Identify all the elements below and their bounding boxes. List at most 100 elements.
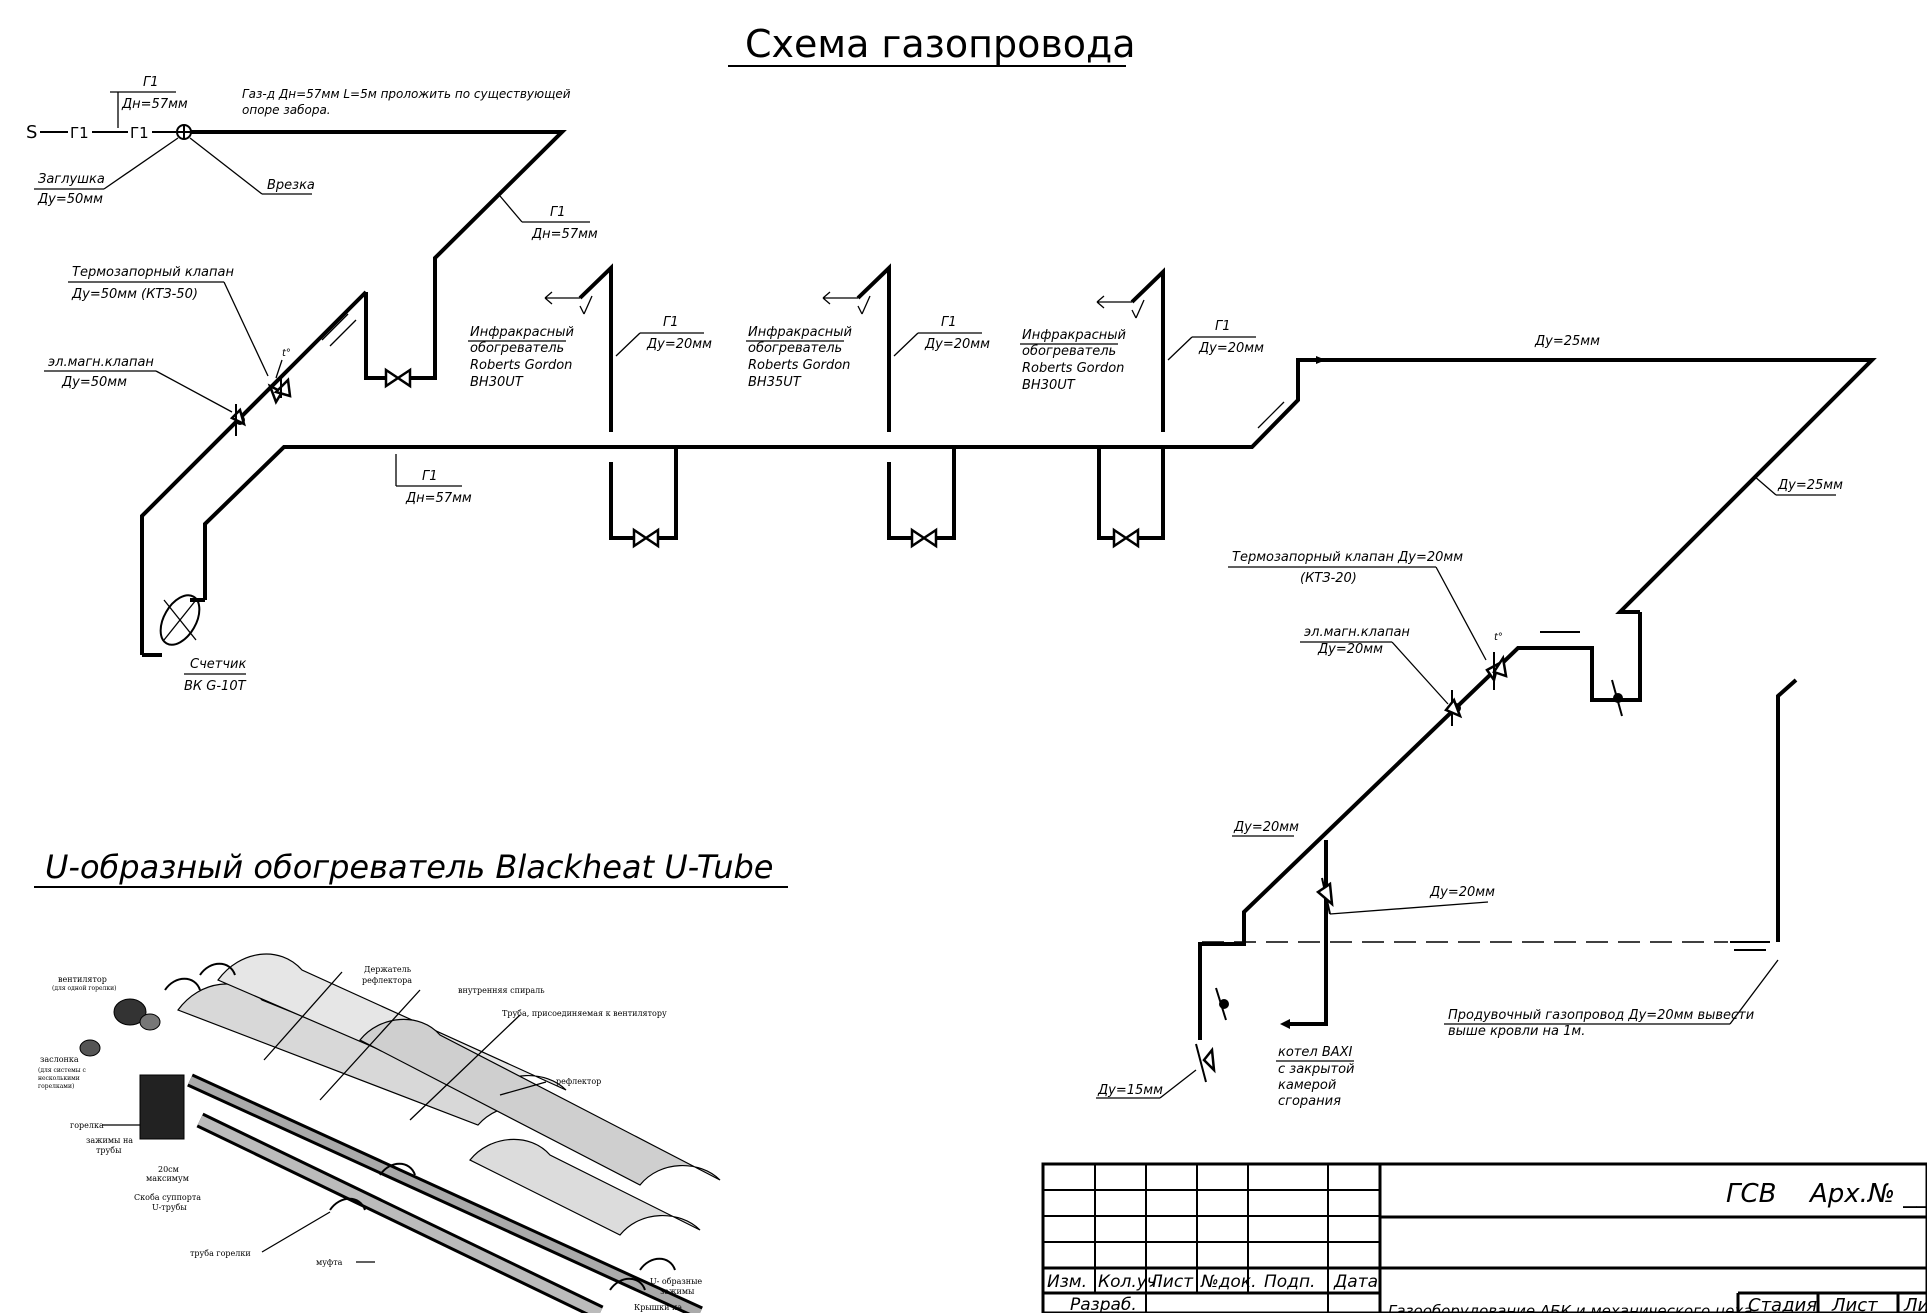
heater-branch-3 — [1096, 267, 1165, 549]
solenoid-label: эл.магн.клапан Ду=50мм — [44, 355, 233, 413]
svg-text:Ду=50мм: Ду=50мм — [61, 375, 127, 390]
svg-text:Ду=50мм: Ду=50мм — [37, 192, 103, 207]
main-title: Схема газопровода — [745, 22, 1136, 66]
heater-label-2: Инфракрасный обогреватель Roberts Gordon… — [746, 315, 990, 390]
thermo-shutoff-valve-icon: t° — [267, 348, 292, 405]
g1-mark-a: Г1 — [70, 124, 89, 142]
svg-text:эл.магн.клапан: эл.магн.клапан — [1304, 625, 1410, 640]
gas-meter-icon — [159, 594, 201, 646]
title-block-text: Изм. Кол.уч Лист №док. Подп. Дата Разраб… — [1047, 1179, 1927, 1313]
svg-text:Счетчик: Счетчик — [190, 657, 246, 672]
svg-text:Roberts Gordon: Roberts Gordon — [470, 358, 572, 373]
svg-text:Крышки на: Крышки на — [634, 1303, 682, 1312]
svg-text:BH30UT: BH30UT — [470, 375, 524, 390]
svg-text:(КТЗ-20): (КТЗ-20) — [1300, 571, 1357, 586]
solenoid-2-label: эл.магн.клапан Ду=20мм — [1300, 625, 1449, 705]
heater-branch-2 — [822, 263, 956, 549]
flow-arrow-icon — [1316, 356, 1326, 364]
svg-text:Лист: Лист — [1831, 1295, 1878, 1313]
svg-text:несколькими: несколькими — [38, 1075, 80, 1082]
svg-text:Стадия: Стадия — [1748, 1295, 1817, 1313]
fan-icon — [113, 998, 147, 1026]
svg-text:Ду=15мм: Ду=15мм — [1097, 1083, 1163, 1098]
svg-text:Держатель: Держатель — [364, 965, 412, 974]
svg-text:опоре забора.: опоре забора. — [242, 103, 331, 117]
svg-text:заслонка: заслонка — [40, 1055, 79, 1064]
svg-text:Арх.№ ____: Арх.№ ____ — [1808, 1179, 1927, 1209]
meter-label: Счетчик ВК G-10Т — [184, 657, 247, 694]
right-diag-label: Ду=25мм — [1753, 475, 1843, 496]
svg-text:Термозапорный клапан: Термозапорный клапан — [72, 265, 234, 280]
svg-text:зажимы: зажимы — [660, 1287, 695, 1296]
svg-text:внутренняя спираль: внутренняя спираль — [458, 986, 545, 995]
svg-text:Листов: Листов — [1903, 1295, 1927, 1313]
svg-text:Ду=20мм: Ду=20мм — [1429, 885, 1495, 900]
svg-text:Ду=20мм: Ду=20мм — [1198, 341, 1264, 356]
main-pipe-label: Г1 Дн=57мм — [395, 454, 472, 506]
svg-text:Г1: Г1 — [143, 75, 159, 90]
svg-text:труба горелки: труба горелки — [190, 1249, 251, 1258]
svg-text:трубы: трубы — [96, 1146, 122, 1155]
svg-text:Врезка: Врезка — [267, 178, 315, 193]
svg-text:муфта: муфта — [316, 1258, 343, 1267]
svg-text:Дн=57мм: Дн=57мм — [405, 491, 472, 506]
plug-label: Заглушка Ду=50мм — [34, 137, 179, 207]
exploded-view-illustration — [79, 953, 721, 1313]
heater-label-3: Инфракрасный обогреватель Roberts Gordon… — [1020, 319, 1264, 393]
heater-branch-1 — [544, 263, 678, 549]
right-top-du-label: Ду=25мм — [1534, 334, 1600, 349]
svg-text:U- образные: U- образные — [650, 1277, 702, 1286]
note-text: Газ-д Дн=57мм L=5м проложить по существу… — [242, 87, 571, 117]
valve-icon — [384, 367, 401, 389]
svg-text:рефлектора: рефлектора — [362, 976, 412, 985]
left-descending-pipe — [140, 290, 368, 655]
svg-text:Скоба суппорта: Скоба суппорта — [134, 1193, 201, 1202]
svg-text:Ду=20мм: Ду=20мм — [1233, 820, 1299, 835]
svg-text:выше кровли на 1м.: выше кровли на 1м. — [1448, 1024, 1585, 1039]
svg-text:Г1: Г1 — [1215, 319, 1231, 334]
svg-text:Изм.: Изм. — [1047, 1272, 1087, 1292]
svg-text:Г1: Г1 — [941, 315, 957, 330]
svg-text:максимум: максимум — [146, 1174, 189, 1183]
solenoid-valve-icon — [229, 404, 246, 436]
svg-text:Ду=20мм: Ду=20мм — [1317, 642, 1383, 657]
svg-text:зажимы на: зажимы на — [86, 1136, 133, 1145]
svg-text:Разраб.: Разраб. — [1070, 1295, 1137, 1313]
svg-text:t°: t° — [1494, 632, 1503, 643]
supply-symbol: S — [26, 122, 37, 143]
purge-label: Продувочный газопровод Ду=20мм вывести в… — [1444, 959, 1779, 1039]
svg-text:Дн=57мм: Дн=57мм — [121, 97, 188, 112]
svg-text:Ду=20мм: Ду=20мм — [646, 337, 712, 352]
svg-text:Ду=50мм (КТЗ-50): Ду=50мм (КТЗ-50) — [71, 287, 198, 302]
svg-text:Труба, присоединяемая к вентил: Труба, присоединяемая к вентилятору — [502, 1009, 667, 1018]
svg-text:ВК G-10Т: ВК G-10Т — [184, 679, 247, 694]
svg-text:камерой: камерой — [1278, 1078, 1336, 1093]
diag-du20-label: Ду=20мм — [1232, 820, 1299, 837]
thermo-shutoff-valve-2-icon: t° — [1485, 632, 1508, 690]
svg-text:вентилятор: вентилятор — [58, 975, 107, 984]
svg-text:Продувочный газопровод Ду=20мм: Продувочный газопровод Ду=20мм вывести — [1448, 1008, 1754, 1023]
svg-text:обогреватель: обогреватель — [748, 341, 842, 356]
svg-text:ГСВ: ГСВ — [1726, 1179, 1776, 1209]
right-riser-pipe — [1198, 612, 1642, 1040]
solenoid-valve-2-icon — [1443, 690, 1463, 726]
flow-arrow-icon — [1280, 1019, 1290, 1029]
svg-text:обогреватель: обогреватель — [470, 341, 564, 356]
svg-text:Лист: Лист — [1149, 1272, 1194, 1292]
svg-text:(для системы с: (для системы с — [38, 1067, 86, 1074]
svg-text:BH30UT: BH30UT — [1022, 378, 1076, 393]
boiler-label: котел BAXI с закрытой камерой сгорания — [1276, 1045, 1355, 1109]
title-block — [1041, 1162, 1927, 1313]
svg-text:Газооборудование АБК и механич: Газооборудование АБК и механического цех… — [1388, 1302, 1752, 1313]
valve-icon — [1315, 877, 1334, 915]
svg-text:эл.магн.клапан: эл.магн.клапан — [48, 355, 154, 370]
svg-text:(для одной горелки): (для одной горелки) — [52, 985, 116, 992]
svg-text:Roberts Gordon: Roberts Gordon — [1022, 361, 1124, 376]
svg-text:Дн=57мм: Дн=57мм — [531, 227, 598, 242]
svg-text:t°: t° — [282, 348, 291, 359]
svg-text:Заглушка: Заглушка — [38, 172, 105, 187]
svg-text:Инфракрасный: Инфракрасный — [1022, 328, 1126, 343]
svg-text:Инфракрасный: Инфракрасный — [748, 325, 852, 340]
svg-text:Термозапорный клапан Ду=20мм: Термозапорный клапан Ду=20мм — [1232, 550, 1463, 565]
